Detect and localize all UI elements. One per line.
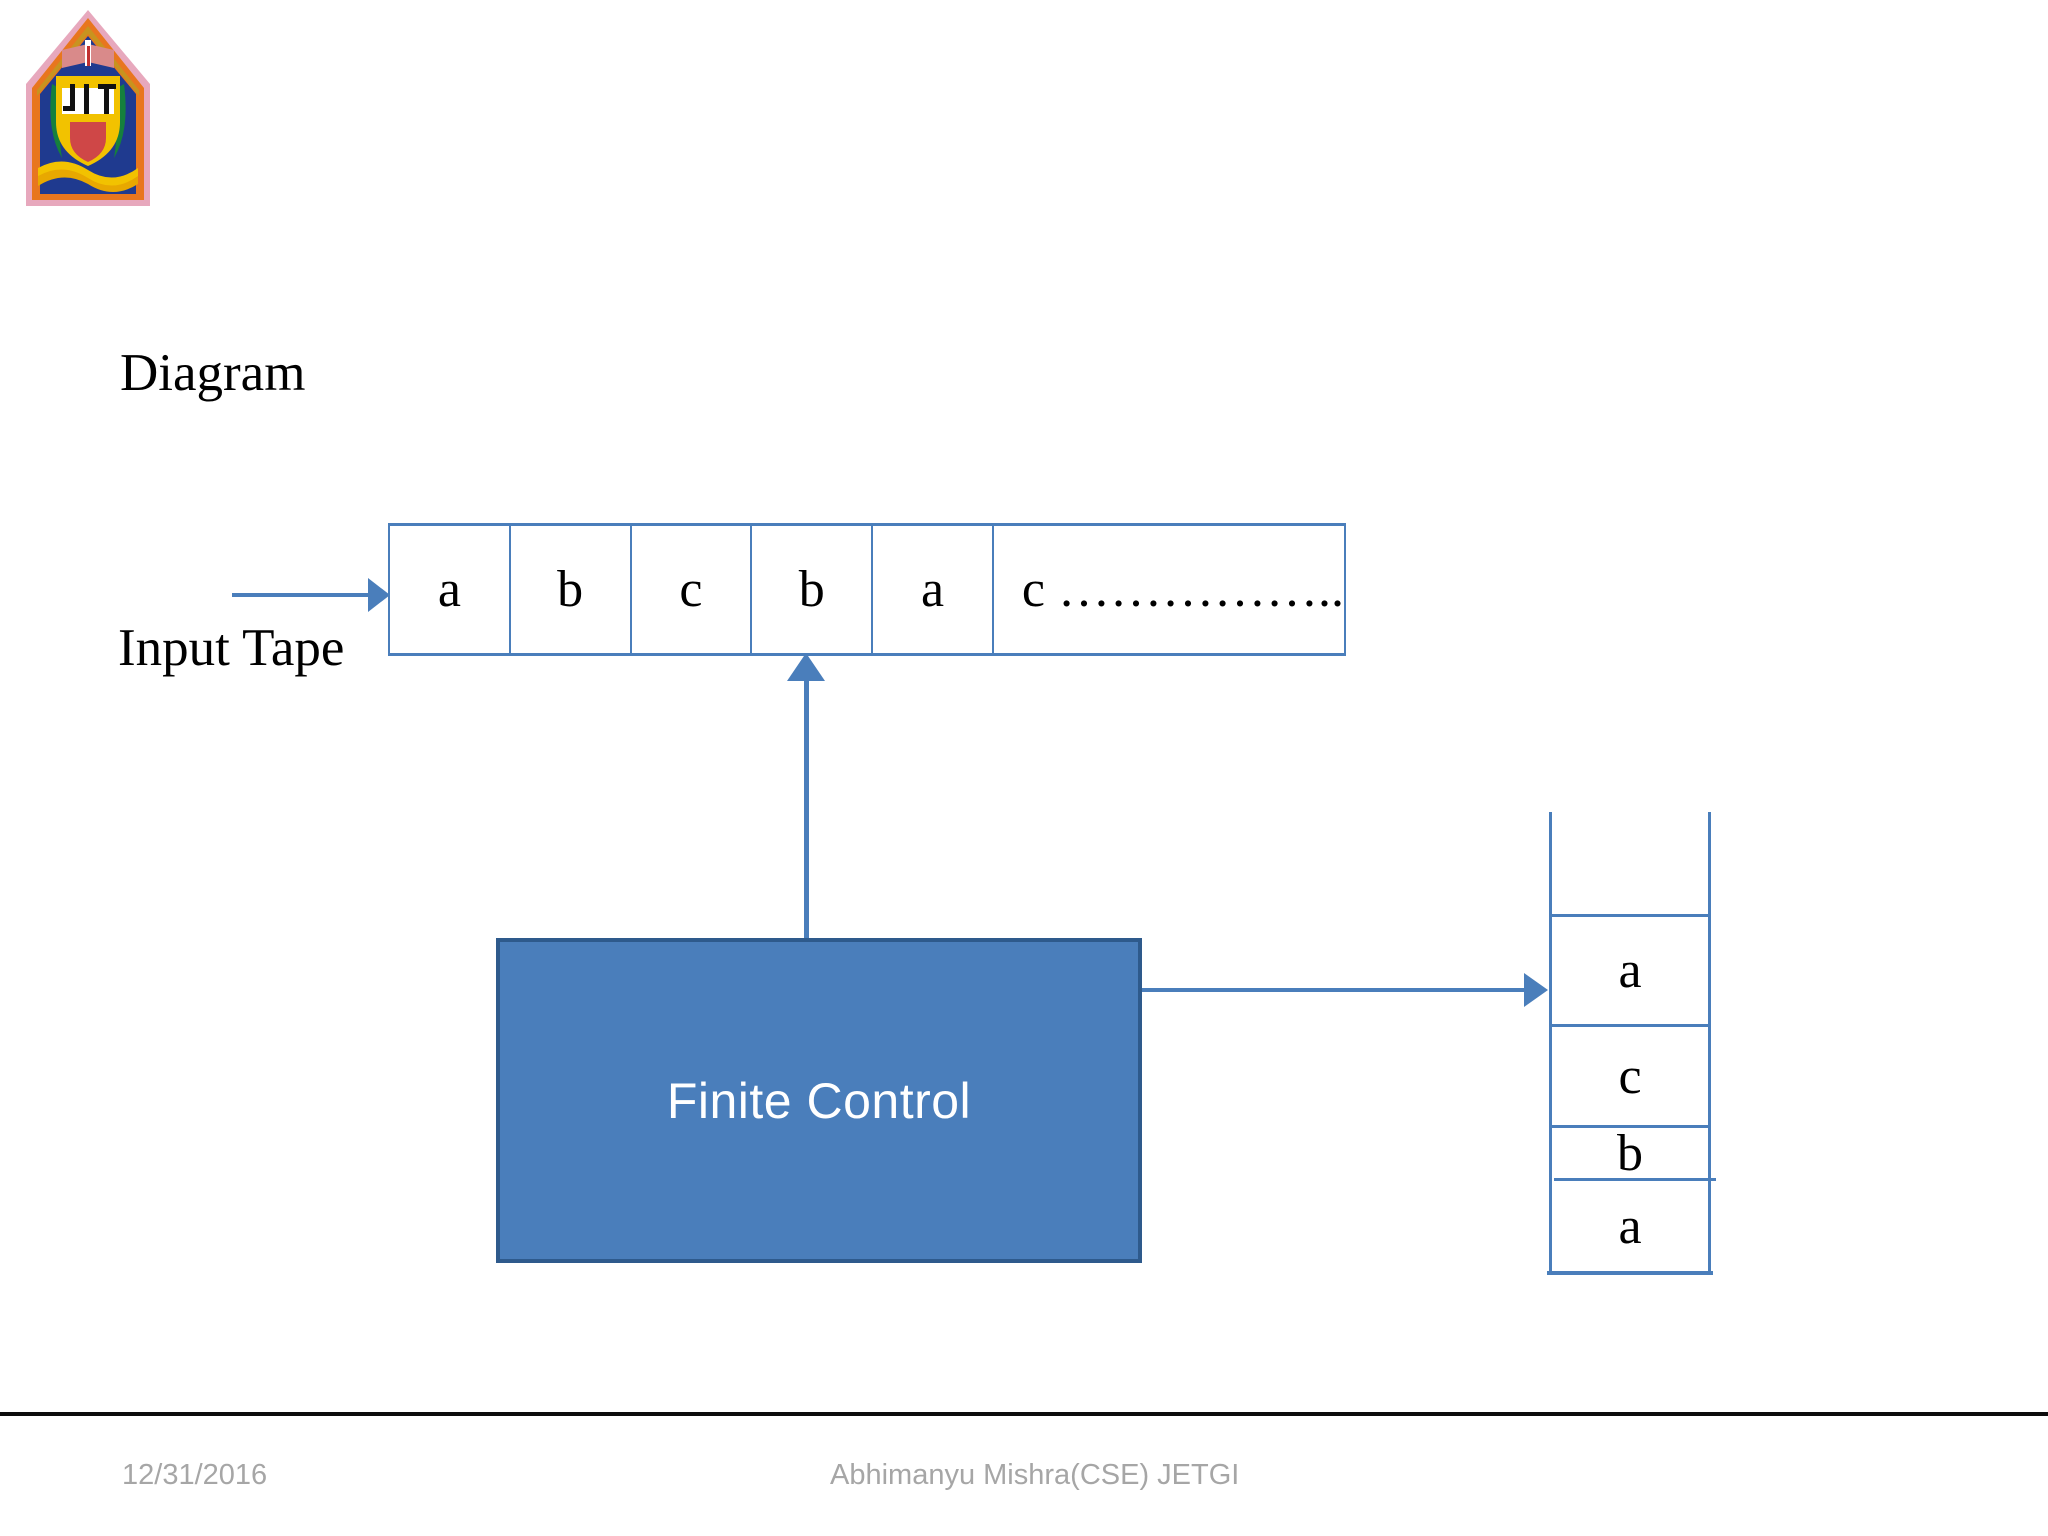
tape-cell: a: [873, 526, 994, 653]
footer-divider: [0, 1412, 2048, 1416]
input-tape-label: Input Tape: [118, 619, 345, 677]
stack-container: a c b a: [1547, 812, 1716, 1276]
tape-cell: c: [632, 526, 753, 653]
stack-cell: a: [1618, 942, 1642, 999]
stack-left-wall: [1549, 812, 1552, 1273]
stack-bottom-wall: [1547, 1271, 1713, 1275]
input-tape: a b c b a c ……………..: [388, 524, 1346, 655]
page-title: Diagram: [120, 344, 306, 402]
stack-separator: [1549, 1125, 1711, 1128]
footer-date: 12/31/2016: [122, 1459, 268, 1491]
footer-author: Abhimanyu Mishra(CSE) JETGI: [830, 1459, 1240, 1491]
stack-separator: [1549, 1024, 1708, 1027]
stack-cell: b: [1617, 1124, 1643, 1182]
jetgi-crest-icon: [26, 10, 150, 206]
tape-cell: b: [511, 526, 632, 653]
stack-arrow-head-icon: [1524, 973, 1548, 1007]
stack-separator: [1549, 914, 1708, 917]
stack-cell: a: [1618, 1197, 1642, 1255]
input-arrow-head-icon: [368, 578, 390, 612]
read-head-arrow-head-icon: [787, 653, 825, 681]
stack-arrow-shaft: [1142, 988, 1530, 992]
tape-cell: a: [390, 526, 511, 653]
stack-cell-empty: [1552, 812, 1708, 914]
input-arrow-shaft: [232, 593, 372, 597]
finite-control-box: Finite Control: [496, 938, 1142, 1263]
stack-cell: c: [1618, 1047, 1642, 1105]
tape-cell-ellipsis: c ……………..: [1021, 561, 1344, 618]
stack-right-wall: [1708, 812, 1711, 1273]
read-head-arrow-shaft: [804, 680, 809, 938]
stack-separator: [1554, 1178, 1716, 1181]
institute-logo: [18, 6, 158, 214]
tape-cell: b: [752, 526, 874, 653]
finite-control-label: Finite Control: [666, 1072, 972, 1129]
